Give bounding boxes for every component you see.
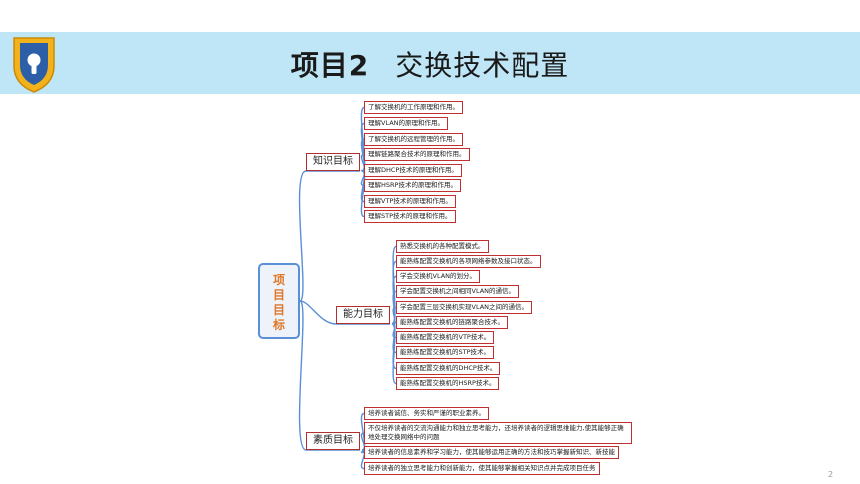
shield-lock-icon <box>13 37 55 93</box>
leaf-item: 学会配置交换机之间相同VLAN的通信。 <box>396 285 520 298</box>
root-branch-connector <box>298 170 307 302</box>
branch-knowledge-goals: 知识目标 <box>306 153 360 171</box>
leaf-item: 理解HSRP技术的原理和作用。 <box>364 179 461 192</box>
page-title: 项目2 交换技术配置 <box>0 44 860 84</box>
leaf-item: 理解DHCP技术的原理和作用。 <box>364 164 462 177</box>
root-char: 目 <box>272 288 285 302</box>
leaf-item: 理解STP技术的原理和作用。 <box>364 210 456 223</box>
leaf-item: 理解链路聚合技术的原理和作用。 <box>364 148 470 161</box>
leaf-item: 能熟练配置交换机的STP技术。 <box>396 346 495 359</box>
root-char: 项 <box>272 273 285 287</box>
root-char: 标 <box>272 318 285 332</box>
branch-quality-goals: 素质目标 <box>306 432 360 450</box>
leaf-item: 了解交换机的工作原理和作用。 <box>364 101 463 114</box>
branch-ability-goals: 能力目标 <box>336 306 390 324</box>
leaf-item: 不仅培养读者的交流沟通能力和独立思考能力，还培养读者的逻辑思维能力,使其能够正确… <box>364 422 632 444</box>
leaf-item: 能熟练配置交换机的DHCP技术。 <box>396 362 501 375</box>
branch-leaf-connector <box>391 323 397 385</box>
leaf-item: 理解VLAN的原理和作用。 <box>364 117 449 130</box>
mindmap-root: 项 目 目 标 <box>258 263 300 339</box>
root-branch-connector <box>299 300 337 325</box>
title-prefix: 项目2 <box>290 49 370 82</box>
leaf-item: 能熟练配置交换机的各项网络参数及接口状态。 <box>396 255 541 268</box>
leaf-item: 学会配置三层交换机实现VLAN之间的通信。 <box>396 301 533 314</box>
leaf-item: 能熟练配置交换机的链路聚合技术。 <box>396 316 508 329</box>
leaf-item: 能熟练配置交换机的VTP技术。 <box>396 331 495 344</box>
leaf-item: 学会交换机VLAN的划分。 <box>396 270 481 283</box>
leaf-item: 培养读者的独立思考能力和创新能力，使其能够掌握相关知识点并完成项目任务 <box>364 462 600 475</box>
leaf-item: 能熟练配置交换机的HSRP技术。 <box>396 377 500 390</box>
root-char: 目 <box>272 303 285 317</box>
header-bar <box>0 32 860 94</box>
branch-leaf-connector <box>360 170 366 218</box>
leaf-item: 理解VTP技术的原理和作用。 <box>364 195 456 208</box>
page-number: 2 <box>828 470 834 479</box>
leaf-item: 了解交换机的远程管理的作用。 <box>364 133 463 146</box>
title-main: 交换技术配置 <box>395 49 570 82</box>
leaf-item: 培养读者的信息素养和学习能力，使其能够运用正确的方法和技巧掌握新知识、新技能 <box>364 446 619 459</box>
leaf-item: 熟悉交换机的各种配置模式。 <box>396 240 489 253</box>
branch-leaf-connector <box>360 449 366 470</box>
leaf-item: 培养读者诚信、务实和严谨的职业素养。 <box>364 407 489 420</box>
root-branch-connector <box>298 300 307 451</box>
